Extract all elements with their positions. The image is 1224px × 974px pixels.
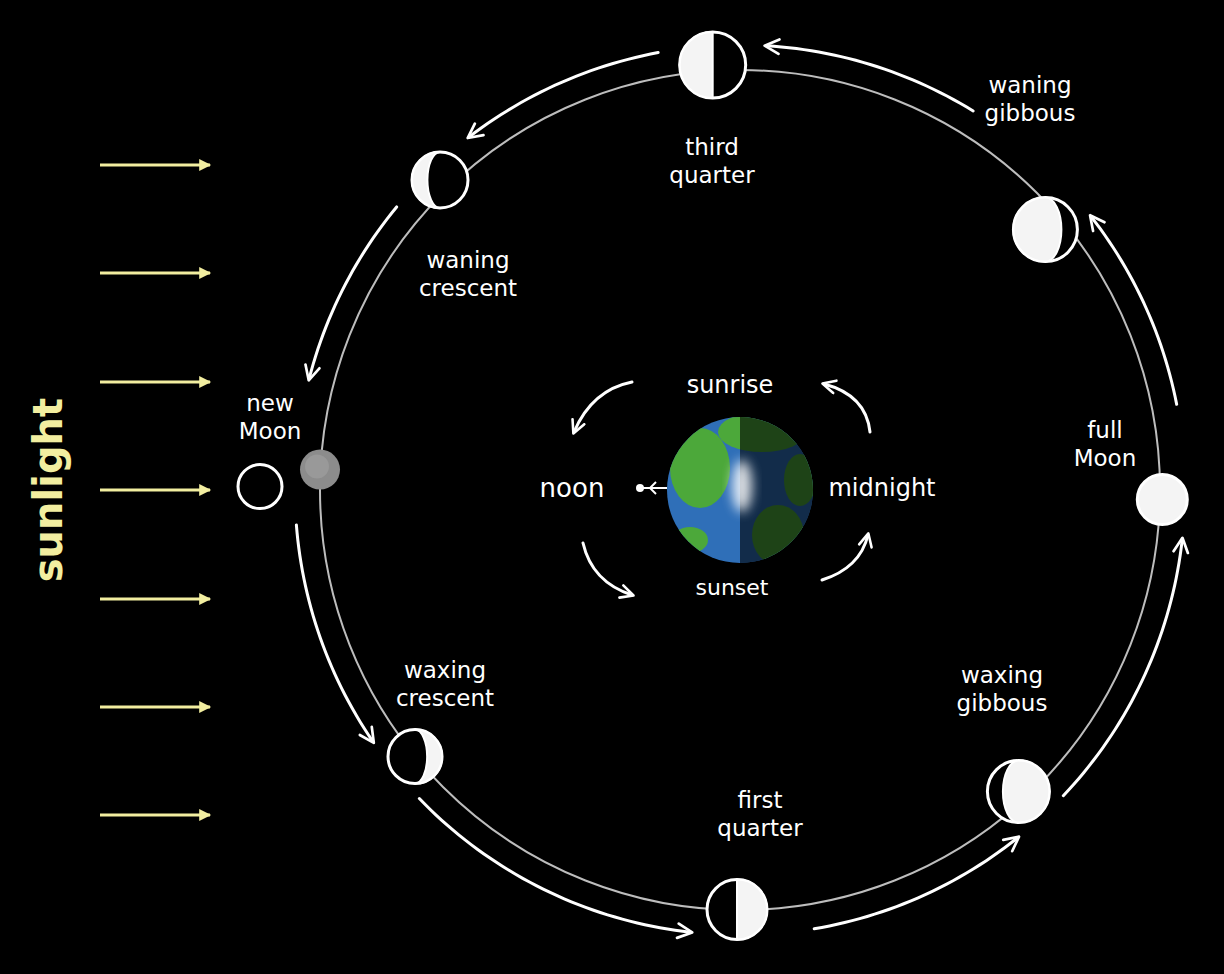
- moon-icon: [412, 152, 468, 208]
- orbit-arrow: [309, 207, 396, 379]
- moon-icon: [238, 465, 282, 509]
- moon-icon: [707, 880, 767, 940]
- sun-ray: [100, 489, 210, 492]
- new-moon-disc: [300, 450, 340, 490]
- moon-lit-part: [1013, 198, 1061, 262]
- sunlight-label: sunlight: [26, 398, 70, 582]
- orbit-circle: [320, 70, 1160, 910]
- earth-land: [672, 527, 708, 553]
- moon-lit-part: [680, 32, 713, 98]
- orbit-arrow: [469, 53, 658, 137]
- moon-lit-part: [1003, 761, 1050, 823]
- moon-lit-part: [737, 880, 767, 940]
- rotation-arrows: [574, 382, 870, 595]
- moon-phase: full Moon: [1072, 415, 1192, 530]
- orbit-arrow: [1063, 540, 1182, 796]
- moon-phase: first quarter: [702, 785, 805, 945]
- moon-icon: [680, 32, 746, 98]
- moon-icon: [300, 450, 340, 490]
- sun-ray: [100, 381, 210, 384]
- moon-icon: [388, 730, 442, 784]
- phase-label: waning crescent: [419, 247, 517, 302]
- rotation-arrow: [822, 535, 868, 580]
- earth-highlight: [732, 460, 752, 512]
- observer-head: [636, 484, 644, 492]
- moon-icon: [987, 761, 1049, 823]
- moon-outline: [1013, 198, 1077, 262]
- sun-ray: [100, 598, 210, 601]
- moon-phase: waning crescent: [407, 147, 519, 305]
- moon-phase: third quarter: [667, 27, 756, 192]
- sunlight-arrows: [100, 165, 210, 815]
- time-label: sunrise: [687, 372, 774, 398]
- orbit-arrow: [419, 799, 690, 933]
- moon-phase: waxing gibbous: [955, 660, 1054, 828]
- moon-shade: [305, 455, 329, 479]
- moon-phase: new Moon: [233, 388, 345, 514]
- observer-body: [642, 487, 667, 489]
- moon-outline: [1137, 475, 1187, 525]
- earth: [667, 412, 820, 565]
- moon-outline: [707, 880, 767, 940]
- observer-figure: [636, 482, 667, 494]
- phase-label: waxing crescent: [396, 657, 494, 712]
- sun-ray: [100, 706, 210, 709]
- moon-icons: [983, 70, 1082, 267]
- earth-night-side: [740, 415, 820, 565]
- rotation-arrow: [583, 543, 632, 595]
- rotation-arrow: [824, 384, 870, 432]
- sun-ray: [100, 272, 210, 275]
- earth-land: [670, 428, 730, 508]
- orbit-arrow: [766, 46, 973, 111]
- sun-ray: [100, 164, 210, 167]
- phase-label: full Moon: [1074, 417, 1137, 472]
- phase-label: waning gibbous: [985, 72, 1076, 127]
- rotation-arrow: [574, 382, 632, 432]
- moon-lit-part: [415, 730, 442, 784]
- moon-outline: [238, 465, 282, 509]
- moon-phase: waxing crescent: [383, 655, 496, 789]
- moon-phase: waning gibbous: [983, 70, 1082, 267]
- moon-outline: [680, 32, 746, 98]
- phase-label: first quarter: [717, 787, 802, 842]
- phase-label: waxing gibbous: [957, 662, 1048, 717]
- moon-outline: [987, 761, 1049, 823]
- time-label: midnight: [828, 475, 935, 501]
- phase-label: third quarter: [669, 134, 754, 189]
- orbit-arrow: [1091, 217, 1177, 405]
- orbit-arrow: [296, 525, 372, 741]
- moon-outline: [412, 152, 468, 208]
- moon-icon: [1137, 475, 1187, 525]
- moon-outline: [388, 730, 442, 784]
- time-label: noon: [540, 474, 605, 503]
- moon-lit-part: [412, 152, 440, 208]
- time-label: sunset: [696, 576, 769, 600]
- phase-label: new Moon: [239, 390, 302, 445]
- moon-icon: [1013, 198, 1077, 262]
- orbit-arrow: [814, 838, 1017, 929]
- observer-arm: [650, 482, 656, 488]
- sun-ray: [100, 814, 210, 817]
- observer-arm: [650, 488, 656, 494]
